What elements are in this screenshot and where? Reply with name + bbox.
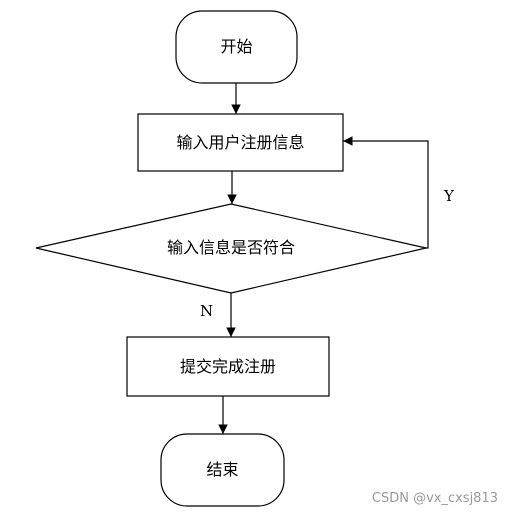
input-process-node: 输入用户注册信息 <box>137 113 344 172</box>
no-label: N <box>200 302 213 320</box>
decision-node: 输入信息是否符合 <box>35 203 427 294</box>
watermark: CSDN @vx_cxsj813 <box>372 491 498 506</box>
decision-label: 输入信息是否符合 <box>167 238 295 257</box>
arrow-yes-loop <box>343 136 429 249</box>
end-node: 结束 <box>160 433 285 507</box>
start-node: 开始 <box>175 10 298 84</box>
end-label: 结束 <box>206 460 238 479</box>
input-process-label: 输入用户注册信息 <box>176 133 304 152</box>
submit-process-label: 提交完成注册 <box>180 357 276 376</box>
start-label: 开始 <box>220 37 252 56</box>
submit-process-node: 提交完成注册 <box>126 336 330 397</box>
yes-label: Y <box>443 187 455 205</box>
